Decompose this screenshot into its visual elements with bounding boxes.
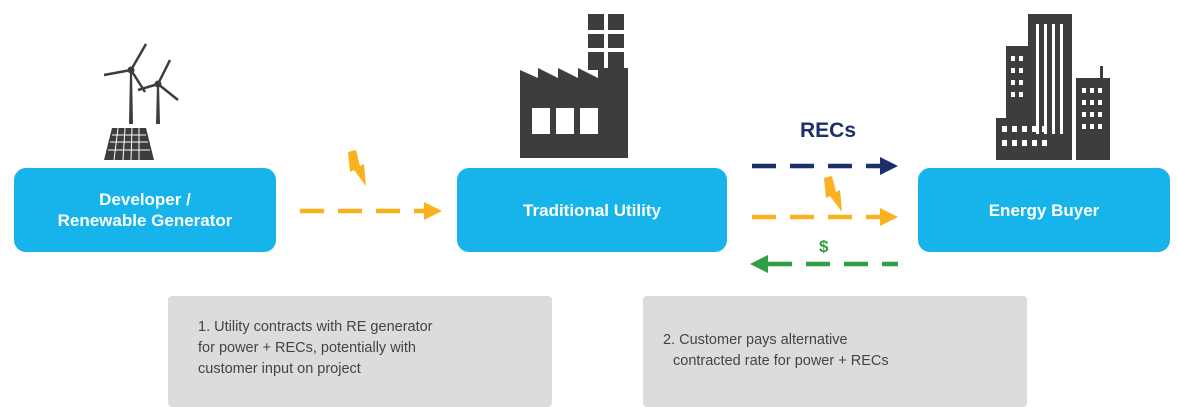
developer-box-label-line1: Developer / — [99, 190, 191, 209]
recs-label: RECs — [800, 119, 857, 142]
note-utility-contracts: 1. Utility contracts with RE generator f… — [168, 296, 552, 407]
lightning-bolt-icon — [824, 176, 842, 212]
note1-line2: for power + RECs, potentially with — [198, 340, 416, 356]
note1-line1: 1. Utility contracts with RE generator — [198, 319, 433, 335]
city-buildings-icon — [996, 14, 1110, 160]
payment-arrow-buyer-to-utility — [750, 255, 898, 273]
factory-icon — [520, 14, 628, 158]
power-arrow-utility-to-buyer — [752, 208, 898, 226]
developer-box-label-line2: Renewable Generator — [57, 211, 233, 230]
note2-line2: contracted rate for power + RECs — [673, 353, 889, 369]
wind-turbine-icon — [103, 43, 179, 161]
buyer-box-label: Energy Buyer — [988, 200, 1100, 220]
traditional-utility-box: Traditional Utility — [457, 168, 727, 252]
power-arrow-developer-to-utility — [300, 202, 442, 220]
energy-buyer-box: Energy Buyer — [918, 168, 1170, 252]
lightning-bolt-icon — [348, 150, 366, 186]
utility-box-label: Traditional Utility — [523, 200, 661, 220]
developer-renewable-generator-box: Developer / Renewable Generator — [14, 168, 276, 252]
payment-dollar-label: $ — [819, 237, 829, 256]
note2-line1: 2. Customer pays alternative — [663, 332, 848, 348]
note1-line3: customer input on project — [198, 361, 361, 377]
recs-arrow — [752, 157, 898, 175]
note-customer-pays: 2. Customer pays alternative contracted … — [643, 296, 1027, 407]
